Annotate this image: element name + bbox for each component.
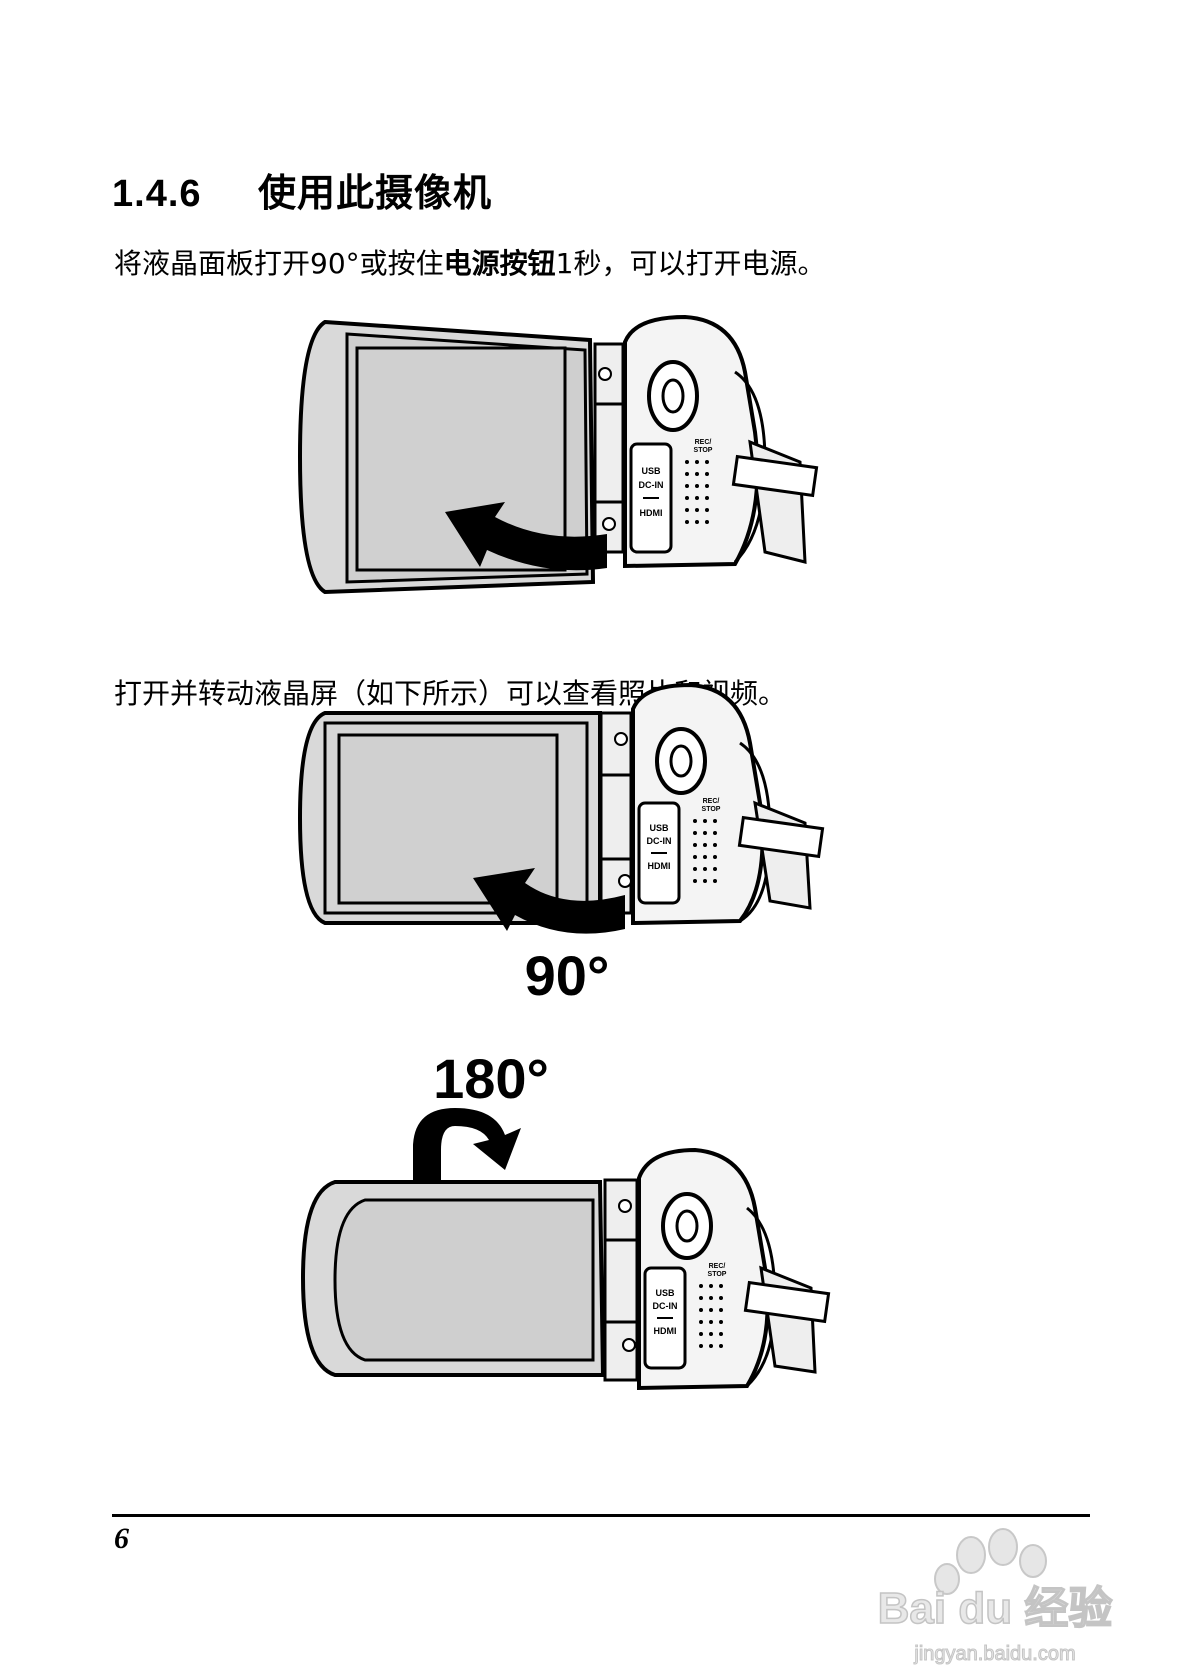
stop-label: STOP: [708, 1271, 727, 1278]
paw-icon: [934, 1528, 1047, 1595]
dcin-port-label: DC-IN: [639, 480, 664, 490]
lcd-panel: [297, 319, 596, 595]
hand-strap: [737, 800, 825, 910]
baidu-jingyan-watermark: Bai du 经验 jingyan.baidu.com: [877, 1528, 1113, 1666]
stop-label: STOP: [702, 806, 721, 813]
usb-port-label: USB: [649, 823, 669, 833]
rec-label: REC/: [703, 798, 720, 805]
camera-body: USB DC-IN HDMI REC/ STOP: [631, 683, 772, 926]
dcin-port-label: DC-IN: [647, 836, 672, 846]
hdmi-port-label: HDMI: [648, 861, 671, 871]
section-heading: 1.4.6 使用此摄像机: [112, 162, 492, 217]
angle-90-label: 90°: [525, 944, 610, 1007]
camera-body: USB DC-IN HDMI REC/ STOP: [623, 314, 767, 569]
figure-camera-open-lcd: USB DC-IN HDMI REC/ STOP: [297, 314, 819, 595]
hand-strap: [731, 439, 819, 564]
usb-port-label: USB: [655, 1288, 675, 1298]
paragraph-power-on: 将液晶面板打开90°或按住电源按钮1秒，可以打开电源。: [114, 242, 825, 282]
power-button-term: 电源按钮: [443, 247, 556, 280]
hand-strap: [743, 1265, 831, 1374]
hdmi-port-label: HDMI: [654, 1326, 677, 1336]
lcd-hinge: [593, 342, 625, 554]
watermark-url: jingyan.baidu.com: [913, 1643, 1075, 1665]
stop-label: STOP: [694, 447, 713, 454]
watermark-brand: Bai du 经验: [878, 1584, 1113, 1633]
paragraph1-pre: 将液晶面板打开90°或按住: [114, 247, 444, 280]
rotate-arrow: [473, 868, 625, 934]
lcd-panel: [300, 1180, 606, 1377]
section-title: 使用此摄像机: [258, 171, 493, 215]
lcd-panel: [297, 711, 602, 925]
figure-rotate-180: 180° USB DC-IN HDMI REC/ STOP: [300, 1047, 831, 1391]
figure-rotate-90: USB DC-IN HDMI REC/ STOP 90°: [297, 683, 825, 1007]
rec-label: REC/: [695, 439, 712, 446]
lcd-hinge: [603, 1178, 639, 1382]
hdmi-port-label: HDMI: [640, 508, 663, 518]
lcd-hinge: [599, 711, 633, 915]
footer-rule: [112, 1514, 1090, 1517]
camera-body: USB DC-IN HDMI REC/ STOP: [637, 1147, 777, 1391]
page-number: 6: [114, 1522, 129, 1555]
rec-label: REC/: [709, 1263, 726, 1270]
dcin-port-label: DC-IN: [653, 1301, 678, 1311]
paragraph1-post: 1秒，可以打开电源。: [555, 247, 826, 280]
usb-port-label: USB: [641, 466, 661, 476]
rotate-arrow: [445, 502, 607, 571]
flip-arrow: [413, 1108, 521, 1195]
section-number: 1.4.6: [112, 173, 202, 215]
angle-180-label: 180°: [433, 1047, 549, 1110]
